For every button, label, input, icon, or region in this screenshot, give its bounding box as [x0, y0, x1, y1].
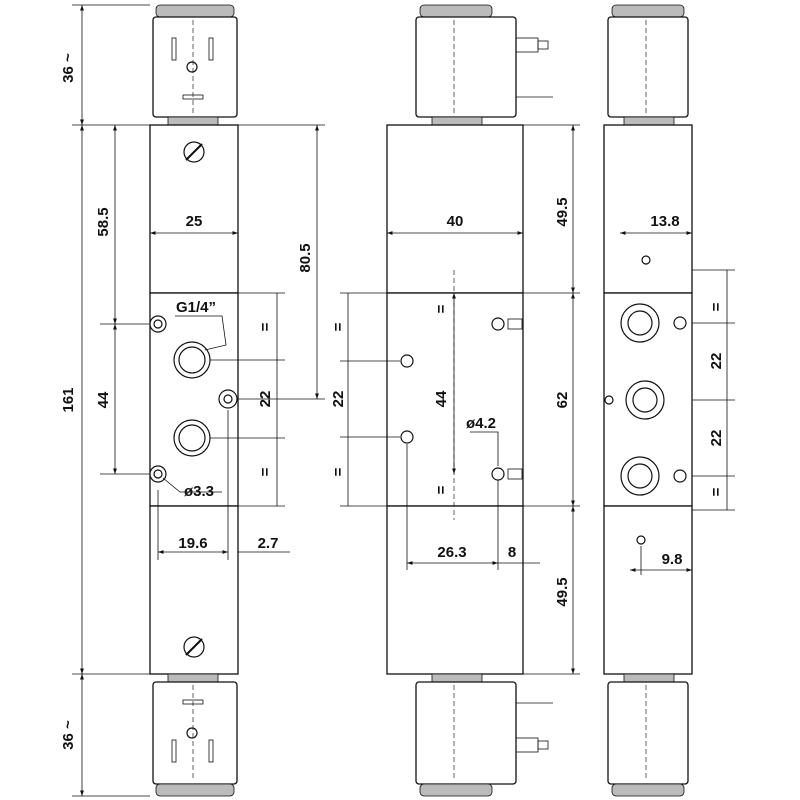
end-lower-body	[603, 505, 693, 675]
side-mount-hole-lower	[491, 467, 505, 481]
connector-screw-bottom	[186, 727, 198, 739]
dim-edge-offset: 2.7	[258, 535, 279, 552]
end-bottom-coil	[607, 681, 689, 785]
dim-equal-front-bottom: =	[257, 467, 274, 476]
end-hole-upper-right	[673, 316, 687, 330]
top-coil-nut	[167, 116, 219, 126]
port-upper-thread	[178, 346, 206, 374]
end-small-hole-bottom	[636, 535, 646, 545]
dim-mid-span-side: 62	[554, 392, 571, 409]
bottom-coil-nut	[167, 673, 219, 683]
dim-end-length-bottom: 49.5	[554, 577, 571, 606]
end-upper-body	[603, 124, 693, 294]
dim-coil-bottom: 36 ~	[60, 720, 77, 750]
dim-mount-hole-side: ø4.2	[466, 415, 496, 432]
dim-to-center-port: 80.5	[297, 243, 314, 272]
connector-screw-top	[186, 61, 198, 73]
dim-port-pitch-end-lower: 22	[708, 430, 725, 447]
dim-equal-side-bottom: =	[330, 467, 347, 476]
end-view	[603, 4, 693, 797]
side-top-terminal	[515, 37, 539, 53]
dim-equal-front-top: =	[257, 322, 274, 331]
dim-end-length-top: 49.5	[554, 197, 571, 226]
dim-coil-top: 36 ~	[60, 53, 77, 83]
dim-port-pitch-end-upper: 22	[708, 353, 725, 370]
side-hole-upper	[400, 354, 414, 368]
front-view	[149, 4, 239, 797]
port-lower-thread	[178, 424, 206, 452]
dim-overall-length: 161	[60, 387, 77, 412]
dim-equal-end-top: =	[708, 302, 725, 311]
bottom-knurled-nut	[155, 783, 235, 797]
connector-pin-right	[208, 37, 214, 61]
dim-right-offset-bottom: 9.8	[662, 551, 683, 568]
dim-port-span: 44	[95, 391, 112, 408]
side-lower-body	[386, 505, 524, 675]
end-hole-center-left	[604, 395, 614, 405]
dim-equal-side-top: =	[330, 322, 347, 331]
side-bottom-terminal	[515, 737, 539, 753]
dim-right-offset-top: 13.8	[650, 213, 679, 230]
dim-body-width-side: 40	[447, 213, 464, 230]
dim-hole-span-side: 44	[433, 390, 450, 407]
end-top-coil	[607, 16, 689, 118]
dimension-lines	[72, 4, 735, 797]
dim-side-edge: 8	[508, 544, 516, 561]
dim-port-pitch-side: 22	[330, 391, 347, 408]
dim-hole-offset: 19.6	[178, 535, 207, 552]
dimension-labels: 36 ~ 161 36 ~ 58.5 44 25 80.5 G1/4” 22 =…	[60, 53, 725, 750]
dim-side-offset: 26.3	[437, 544, 466, 561]
dim-body-width-front: 25	[186, 213, 203, 230]
dim-upper-to-ports: 58.5	[95, 207, 112, 236]
side-upper-body	[386, 124, 524, 294]
side-top-coil	[415, 16, 517, 118]
side-hole-lower	[400, 430, 414, 444]
side-view	[386, 4, 553, 797]
dim-port-pitch-front: 22	[257, 391, 274, 408]
dim-equal-end-bottom: =	[708, 487, 725, 496]
dim-equal-side-inner-bottom: =	[433, 485, 450, 494]
dim-equal-side-inner-top: =	[433, 304, 450, 313]
end-hole-lower-right	[673, 469, 687, 483]
dim-mount-hole-front: ø3.3	[184, 483, 214, 500]
top-knurled-nut	[155, 4, 235, 18]
side-bottom-coil	[415, 681, 517, 785]
side-mount-hole-upper	[491, 317, 505, 331]
connector-pin-left	[171, 37, 177, 61]
dim-thread: G1/4”	[176, 299, 216, 316]
end-small-hole-top	[641, 255, 651, 265]
